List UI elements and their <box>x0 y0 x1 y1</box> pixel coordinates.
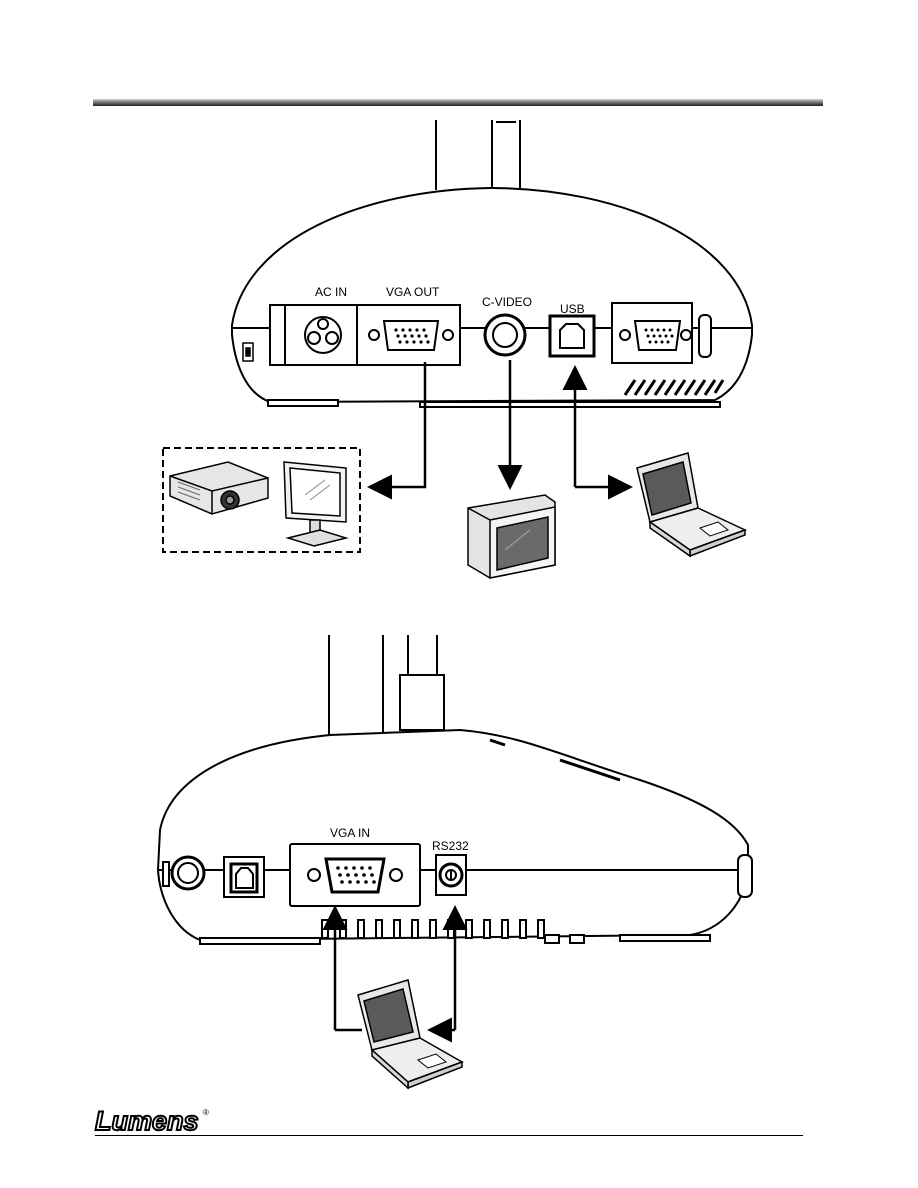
rs232-label: RS232 <box>432 839 469 853</box>
vga-in-port <box>290 844 420 906</box>
tv-icon <box>468 495 555 578</box>
brand-logo: Lumens <box>95 1106 199 1136</box>
vga-in-label: VGA IN <box>330 826 370 840</box>
laptop-icon <box>637 453 745 556</box>
projector-icon <box>170 462 268 514</box>
kensington-lock-icon <box>243 343 253 361</box>
rs232-port <box>436 855 466 895</box>
c-video-port <box>485 315 525 355</box>
vga-out-label: VGA OUT <box>386 285 440 299</box>
rear-vga-port <box>612 303 692 363</box>
bottom-connection-diagram: VGA IN RS232 <box>0 630 918 1090</box>
c-video-label: C-VIDEO <box>482 295 532 309</box>
stand-poles <box>436 120 520 190</box>
monitor-icon <box>284 462 346 546</box>
side-knob-right <box>738 855 752 897</box>
side-round-port <box>163 857 204 889</box>
footer-rule <box>95 1135 803 1136</box>
side-knob <box>699 315 711 357</box>
document-camera-side-body <box>158 730 748 944</box>
usb-port <box>550 316 594 356</box>
registered-mark: ® <box>203 1108 209 1117</box>
laptop-icon <box>358 980 462 1088</box>
side-usb-port <box>224 857 264 897</box>
usb-label: USB <box>560 302 585 316</box>
top-connection-diagram: AC IN VGA OUT C-VIDEO USB <box>0 110 918 610</box>
footer-brand: Lumens ® <box>95 1106 209 1138</box>
ac-in-label: AC IN <box>315 285 347 299</box>
stand-poles-bottom <box>329 635 444 745</box>
